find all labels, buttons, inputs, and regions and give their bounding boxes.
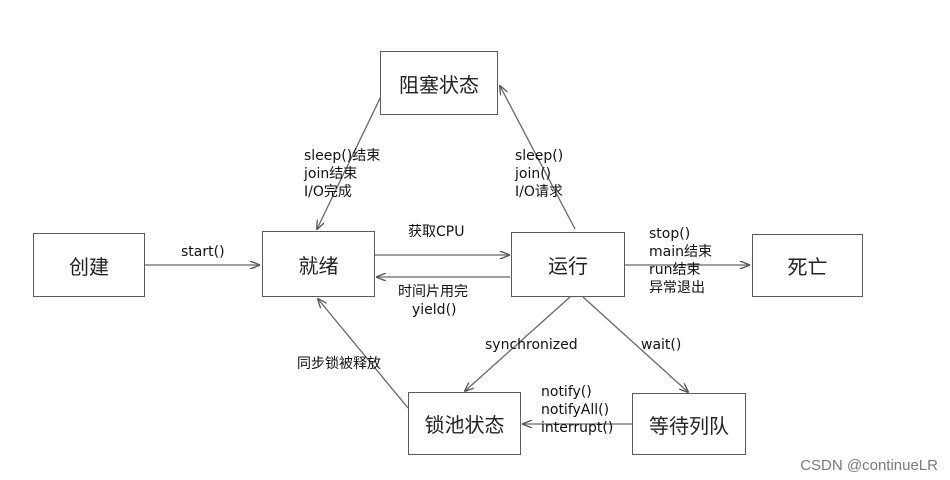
label-get-cpu: 获取CPU bbox=[408, 224, 465, 240]
state-lock-pool: 锁池状态 bbox=[408, 392, 521, 455]
label-line: notifyAll() bbox=[541, 402, 610, 418]
label-blocked-to-ready: sleep()结束 join结束 I/O完成 bbox=[304, 147, 380, 201]
label-line: join() bbox=[515, 166, 552, 182]
state-wait-queue: 等待列队 bbox=[632, 393, 746, 455]
arrow-lockpool-to-ready bbox=[318, 299, 409, 409]
watermark: CSDN @continueLR bbox=[800, 457, 938, 474]
label-line: run结束 bbox=[649, 262, 701, 278]
arrow-running-to-waitqueue bbox=[582, 296, 688, 392]
arrow-blocked-to-ready bbox=[317, 87, 386, 229]
label-line: I/O请求 bbox=[515, 184, 563, 200]
label-running-to-blocked: sleep() join() I/O请求 bbox=[515, 147, 563, 201]
label-line: notify() bbox=[541, 384, 592, 400]
state-create: 创建 bbox=[33, 233, 145, 297]
label-timeslice: 时间片用完 yield() bbox=[398, 283, 468, 319]
label-lock-released: 同步锁被释放 bbox=[297, 356, 381, 372]
label-timeslice-line: yield() bbox=[412, 302, 457, 318]
label-start: start() bbox=[181, 244, 225, 260]
label-line: I/O完成 bbox=[304, 184, 352, 200]
label-line: sleep() bbox=[515, 148, 564, 164]
label-line: 异常退出 bbox=[649, 280, 705, 296]
state-running: 运行 bbox=[511, 232, 625, 297]
state-blocked: 阻塞状态 bbox=[380, 51, 498, 115]
label-line: stop() bbox=[649, 226, 691, 242]
state-ready: 就绪 bbox=[262, 231, 375, 297]
label-line: interrupt() bbox=[541, 420, 614, 436]
state-dead: 死亡 bbox=[752, 234, 863, 297]
arrow-running-to-blocked bbox=[500, 86, 576, 230]
label-timeslice-line: 时间片用完 bbox=[398, 284, 468, 300]
label-wait: wait() bbox=[641, 337, 682, 353]
label-running-to-dead: stop() main结束 run结束 异常退出 bbox=[649, 225, 712, 297]
label-synchronized: synchronized bbox=[485, 337, 578, 353]
label-notify: notify() notifyAll() interrupt() bbox=[541, 383, 613, 437]
label-line: sleep()结束 bbox=[304, 148, 381, 164]
arrow-running-to-lockpool bbox=[465, 296, 571, 391]
label-line: join结束 bbox=[304, 166, 358, 182]
label-line: main结束 bbox=[649, 244, 712, 260]
